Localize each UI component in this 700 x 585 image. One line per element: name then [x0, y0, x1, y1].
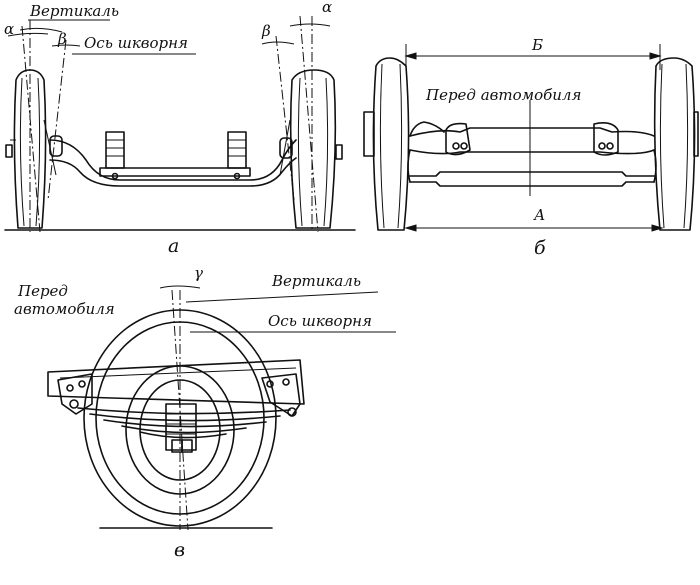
kingpin-axis-right-a [275, 35, 295, 201]
view-b: Б А Перед автомобиля б [363, 36, 699, 259]
caption-b: б [534, 237, 546, 259]
camber-line-right-a [299, 15, 319, 233]
label-dim-A: А [533, 206, 545, 224]
camber-line-left-a [21, 25, 41, 233]
axle-beam-a [49, 139, 297, 181]
leaf-spring-v [77, 407, 291, 439]
caption-v: в [174, 539, 185, 561]
spring-bracket-right-a [227, 131, 247, 180]
label-dim-B: Б [531, 36, 543, 54]
label-kingpin-axis-v: Ось шкворня [268, 312, 372, 330]
label-front-v-line2: автомобиля [14, 300, 115, 318]
tie-rod-b [409, 171, 655, 177]
angle-beta-left: β [57, 30, 67, 48]
angle-gamma-v: γ [194, 264, 203, 282]
angle-alpha-left: α [4, 20, 14, 38]
view-v: Вертикаль Ось шкворня Перед автомобиля γ… [14, 264, 396, 561]
label-front-v-line1: Перед [17, 282, 68, 300]
kingpin-axis-v [171, 289, 189, 531]
left-wheel-a [5, 69, 57, 229]
angle-beta-right: β [261, 22, 271, 40]
label-vertical-v: Вертикаль [271, 272, 361, 290]
spring-bracket-left-a [105, 131, 125, 180]
spring-pad-right-b [593, 122, 619, 156]
axle-ubolt-v [165, 403, 197, 453]
steering-arm-b [409, 121, 445, 137]
label-front-b: Перед автомобиля [425, 86, 581, 104]
kingpin-axis-left-a [47, 39, 67, 201]
right-wheel-b [653, 57, 699, 231]
label-kingpin-axis-a: Ось шкворня [84, 34, 188, 52]
left-wheel-b [363, 57, 410, 231]
angle-alpha-right: α [322, 0, 332, 16]
spring-pad-left-b [445, 122, 471, 156]
axle-beam-b [409, 127, 655, 137]
label-vertical-a: Вертикаль [29, 2, 119, 20]
caption-a: а [168, 235, 179, 257]
view-a: Вертикаль Ось шкворня α β α β а [4, 0, 356, 257]
frame-rail-v [47, 359, 305, 405]
